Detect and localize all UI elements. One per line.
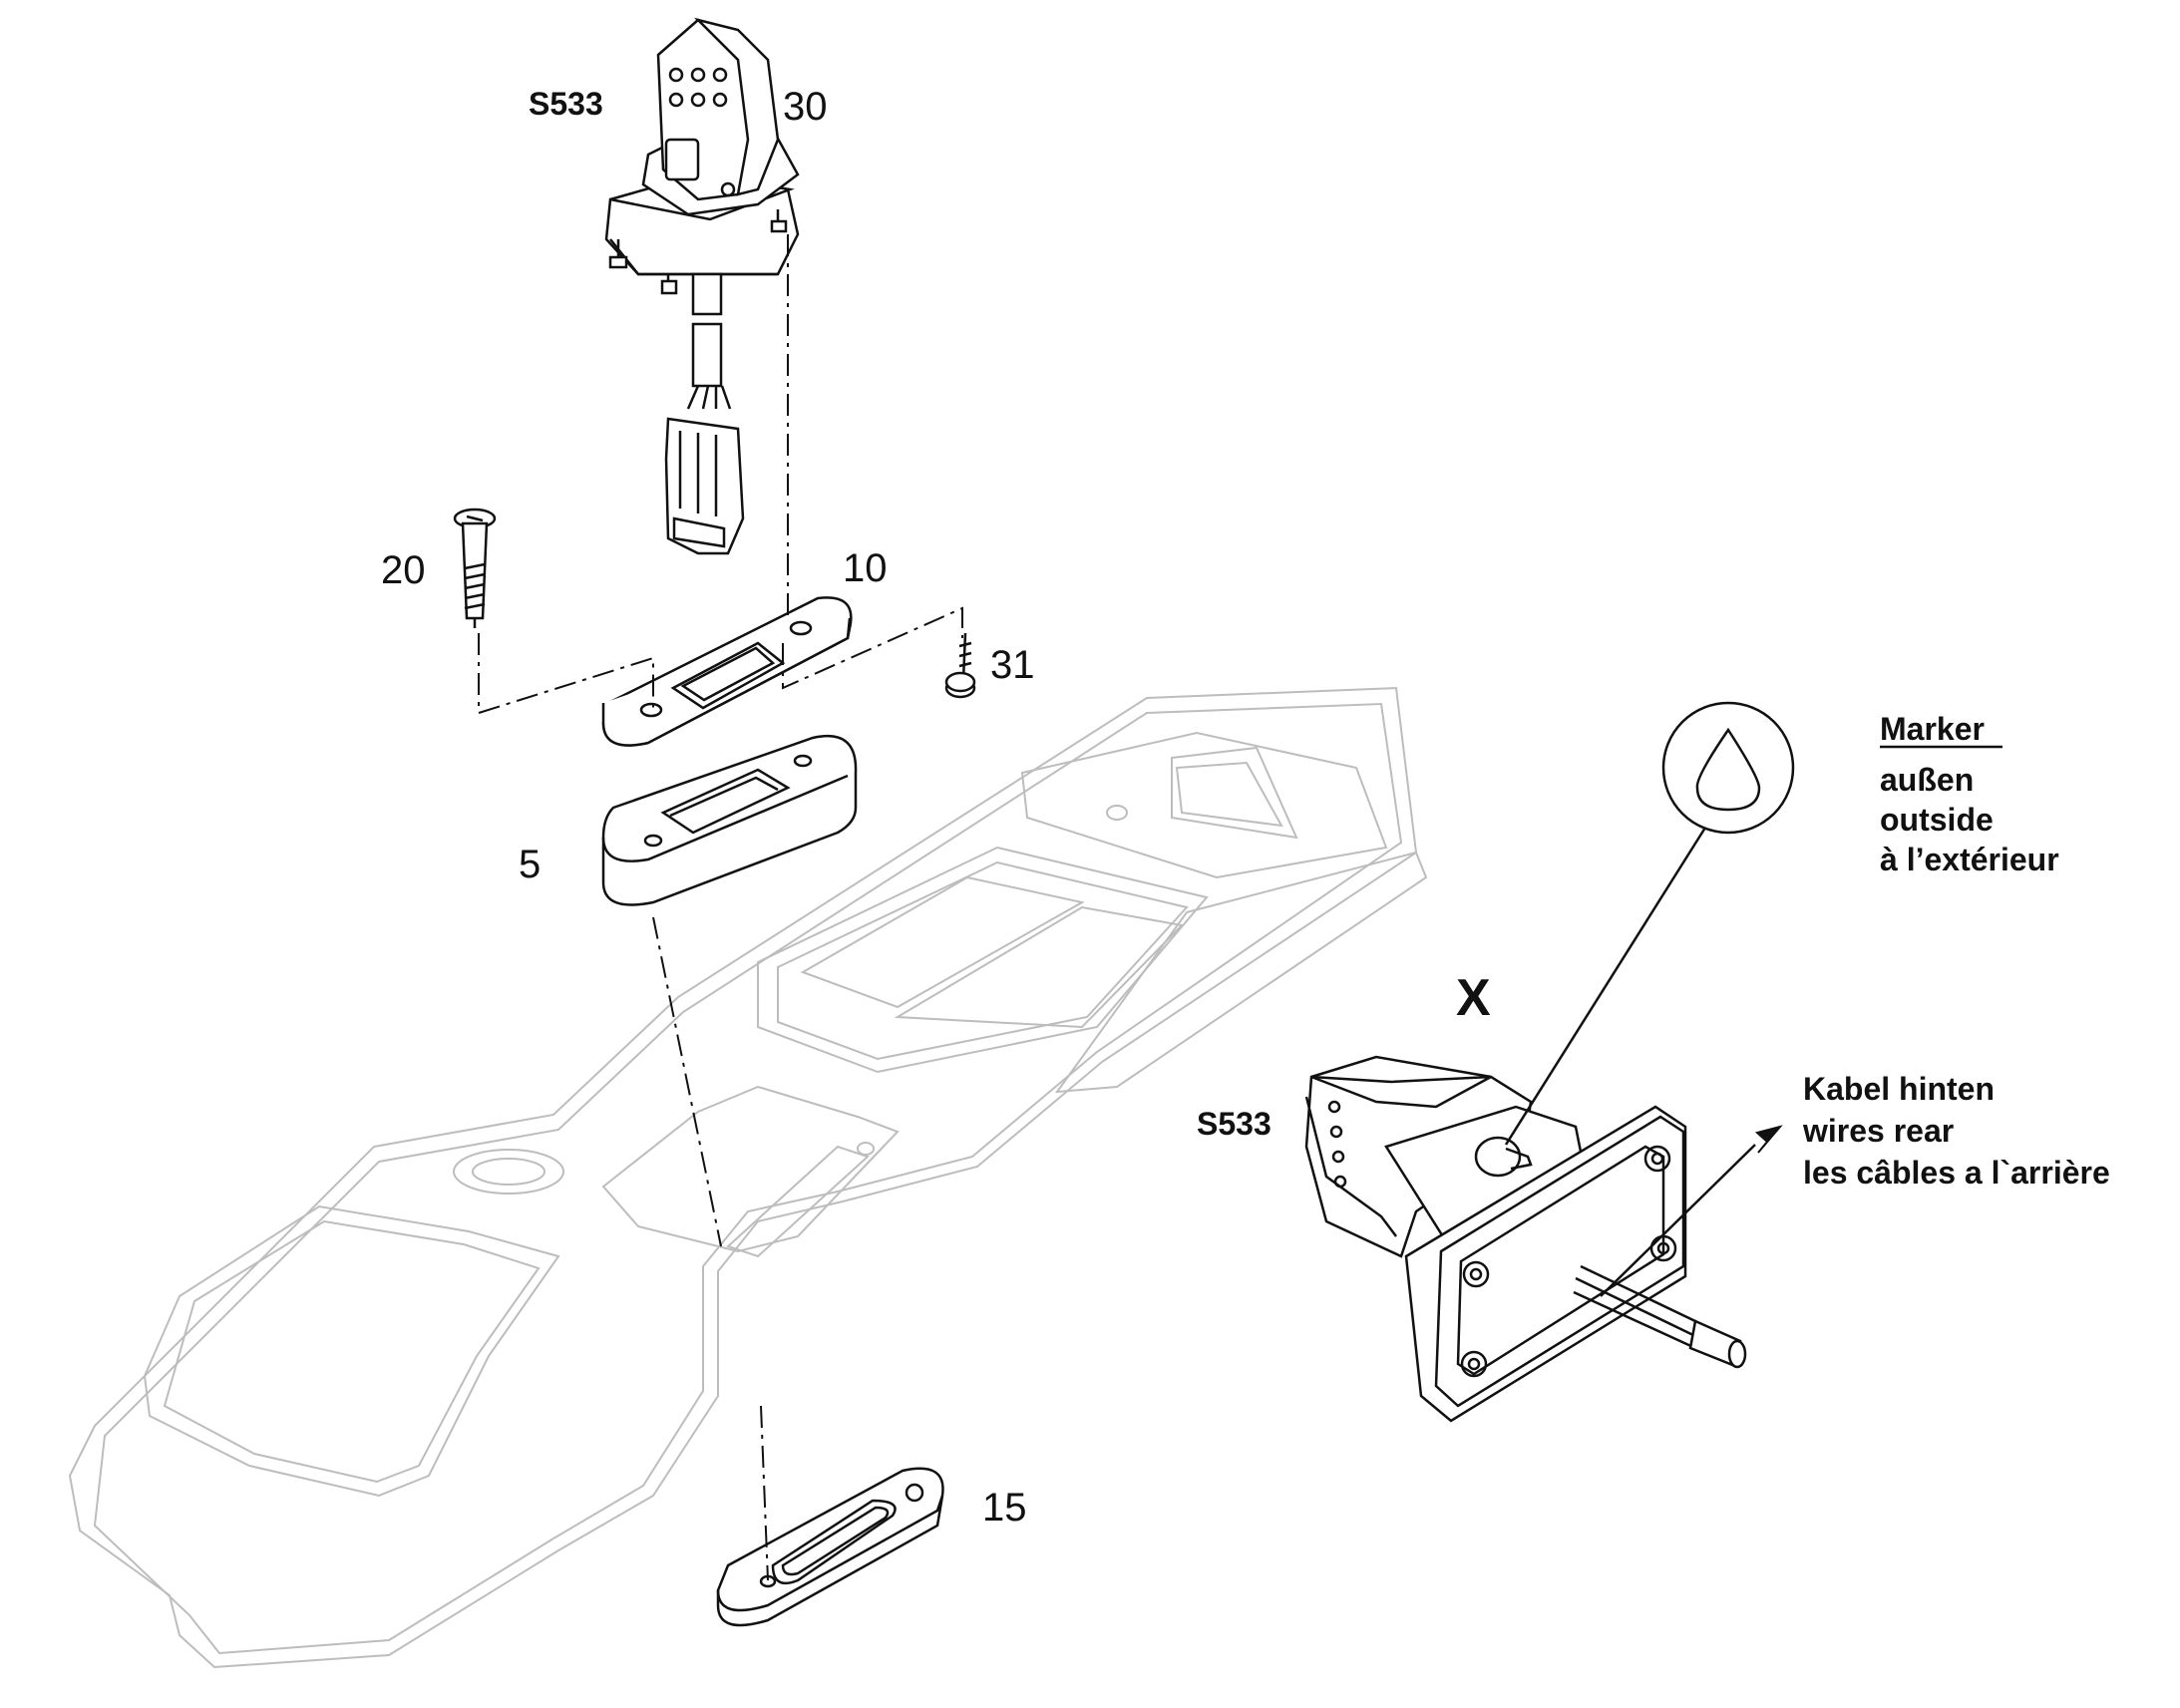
marker-line-2: outside	[1880, 802, 1994, 838]
frame-plate-10	[601, 596, 853, 747]
marker-line-3: à l’extérieur	[1880, 842, 2059, 877]
marker-line-1: außen	[1880, 762, 1974, 798]
switch-s533	[604, 17, 800, 555]
assembly-lines	[478, 234, 963, 1581]
label-s533-detail: S533	[1197, 1106, 1272, 1142]
label-31: 31	[990, 643, 1035, 687]
marker-title: Marker	[1880, 711, 1985, 747]
label-15: 15	[982, 1486, 1027, 1530]
label-20: 20	[381, 548, 426, 592]
label-5: 5	[519, 843, 541, 886]
cable-line-3: les câbles a l`arrière	[1803, 1155, 2110, 1191]
label-s533-top: S533	[529, 86, 603, 122]
screw-31	[944, 632, 976, 699]
detail-x-connector	[1304, 1055, 1747, 1423]
label-x: X	[1456, 969, 1491, 1027]
arrow-icon	[1754, 1125, 1783, 1154]
cable-line-2: wires rear	[1802, 1113, 1954, 1149]
armrest-console	[68, 686, 1428, 1669]
cable-leader	[1600, 1125, 1783, 1297]
cable-line-1: Kabel hinten	[1803, 1071, 1995, 1107]
gasket-5	[601, 735, 858, 906]
screw-20	[453, 508, 497, 628]
droplet-icon	[1695, 727, 1761, 812]
marker-callout	[1504, 701, 2002, 1146]
label-30: 30	[783, 85, 828, 129]
seal-plate-15	[716, 1467, 944, 1627]
label-10: 10	[843, 546, 888, 590]
